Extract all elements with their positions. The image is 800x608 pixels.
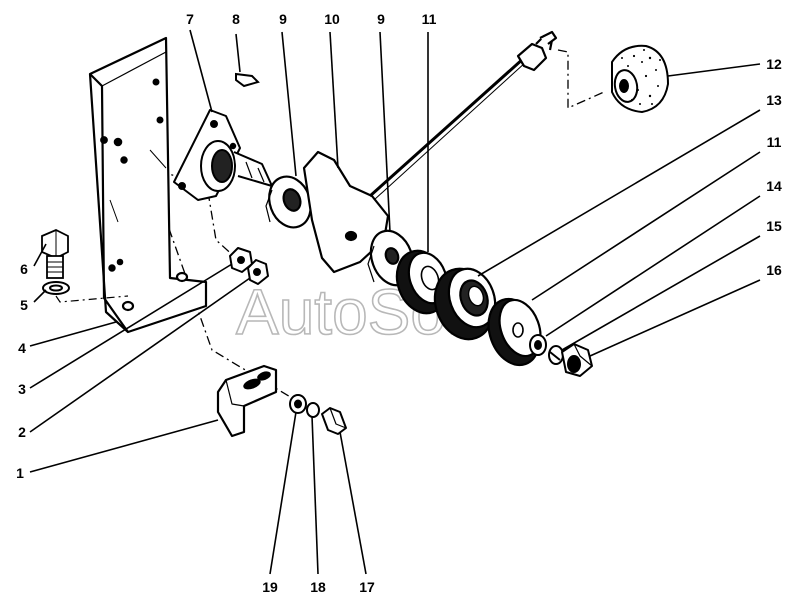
leader-13 (477, 109, 761, 277)
callout-1: 1 (16, 465, 24, 481)
callout-2: 2 (18, 424, 26, 440)
callout-10: 10 (324, 11, 340, 27)
part-18-spring-washer (306, 402, 320, 418)
callout-3: 3 (18, 381, 26, 397)
leader-2 (29, 277, 251, 433)
leader-15 (561, 235, 761, 351)
part-6-bolt (41, 229, 69, 279)
part-4-mounting-bracket (88, 36, 208, 334)
leader-6 (33, 243, 47, 267)
part-17-bolt (321, 407, 347, 435)
callout-7: 7 (186, 11, 194, 27)
leader-9b (379, 31, 391, 233)
callout-9-right: 9 (377, 11, 385, 27)
leader-4 (29, 321, 117, 347)
leader-19 (269, 411, 297, 575)
part-5-lock-washer (42, 281, 70, 295)
part-12-knob (611, 44, 670, 114)
callout-labels: 7 8 9 10 9 11 12 13 11 14 15 16 6 5 4 3 … (16, 11, 782, 595)
part-1-angle-bracket (216, 364, 278, 438)
leader-8 (235, 33, 241, 73)
callout-8: 8 (232, 11, 240, 27)
callout-17: 17 (359, 579, 375, 595)
leader-11b (531, 151, 761, 301)
part-15-spring-washer (548, 345, 564, 365)
part-14-small-washer (529, 334, 547, 356)
part-16-nut (561, 343, 593, 377)
leader-10 (329, 31, 339, 169)
leader-5 (33, 289, 47, 303)
callout-15: 15 (766, 218, 782, 234)
part-5-axis-line (55, 295, 129, 303)
leader-17 (339, 431, 367, 575)
leader-lines (29, 29, 761, 575)
callout-6: 6 (20, 261, 28, 277)
leader-12 (667, 63, 761, 77)
part-7-flange-bushing (173, 109, 273, 201)
callout-12: 12 (766, 56, 782, 72)
callout-11-top: 11 (422, 11, 437, 27)
callout-19: 19 (262, 579, 278, 595)
callout-9-left: 9 (279, 11, 287, 27)
leader-16 (589, 279, 761, 357)
callout-14: 14 (766, 178, 782, 194)
callout-18: 18 (310, 579, 326, 595)
leader-9a (281, 31, 297, 177)
part-8-key (235, 72, 260, 88)
callout-11-right: 11 (767, 134, 782, 150)
callout-13: 13 (766, 92, 782, 108)
callout-5: 5 (20, 297, 28, 313)
part-11-washer-right (487, 297, 542, 367)
part-13-spring-cup (433, 267, 497, 341)
leader-1 (29, 419, 219, 473)
leader-14 (545, 195, 761, 337)
leader-7 (189, 29, 213, 113)
callout-4: 4 (18, 340, 26, 356)
callout-16: 16 (766, 262, 782, 278)
leader-18 (311, 415, 319, 575)
part-19-washer (289, 394, 307, 414)
part-2-nut (247, 259, 269, 285)
leader-3 (29, 263, 233, 389)
part-10-lever (302, 30, 558, 274)
